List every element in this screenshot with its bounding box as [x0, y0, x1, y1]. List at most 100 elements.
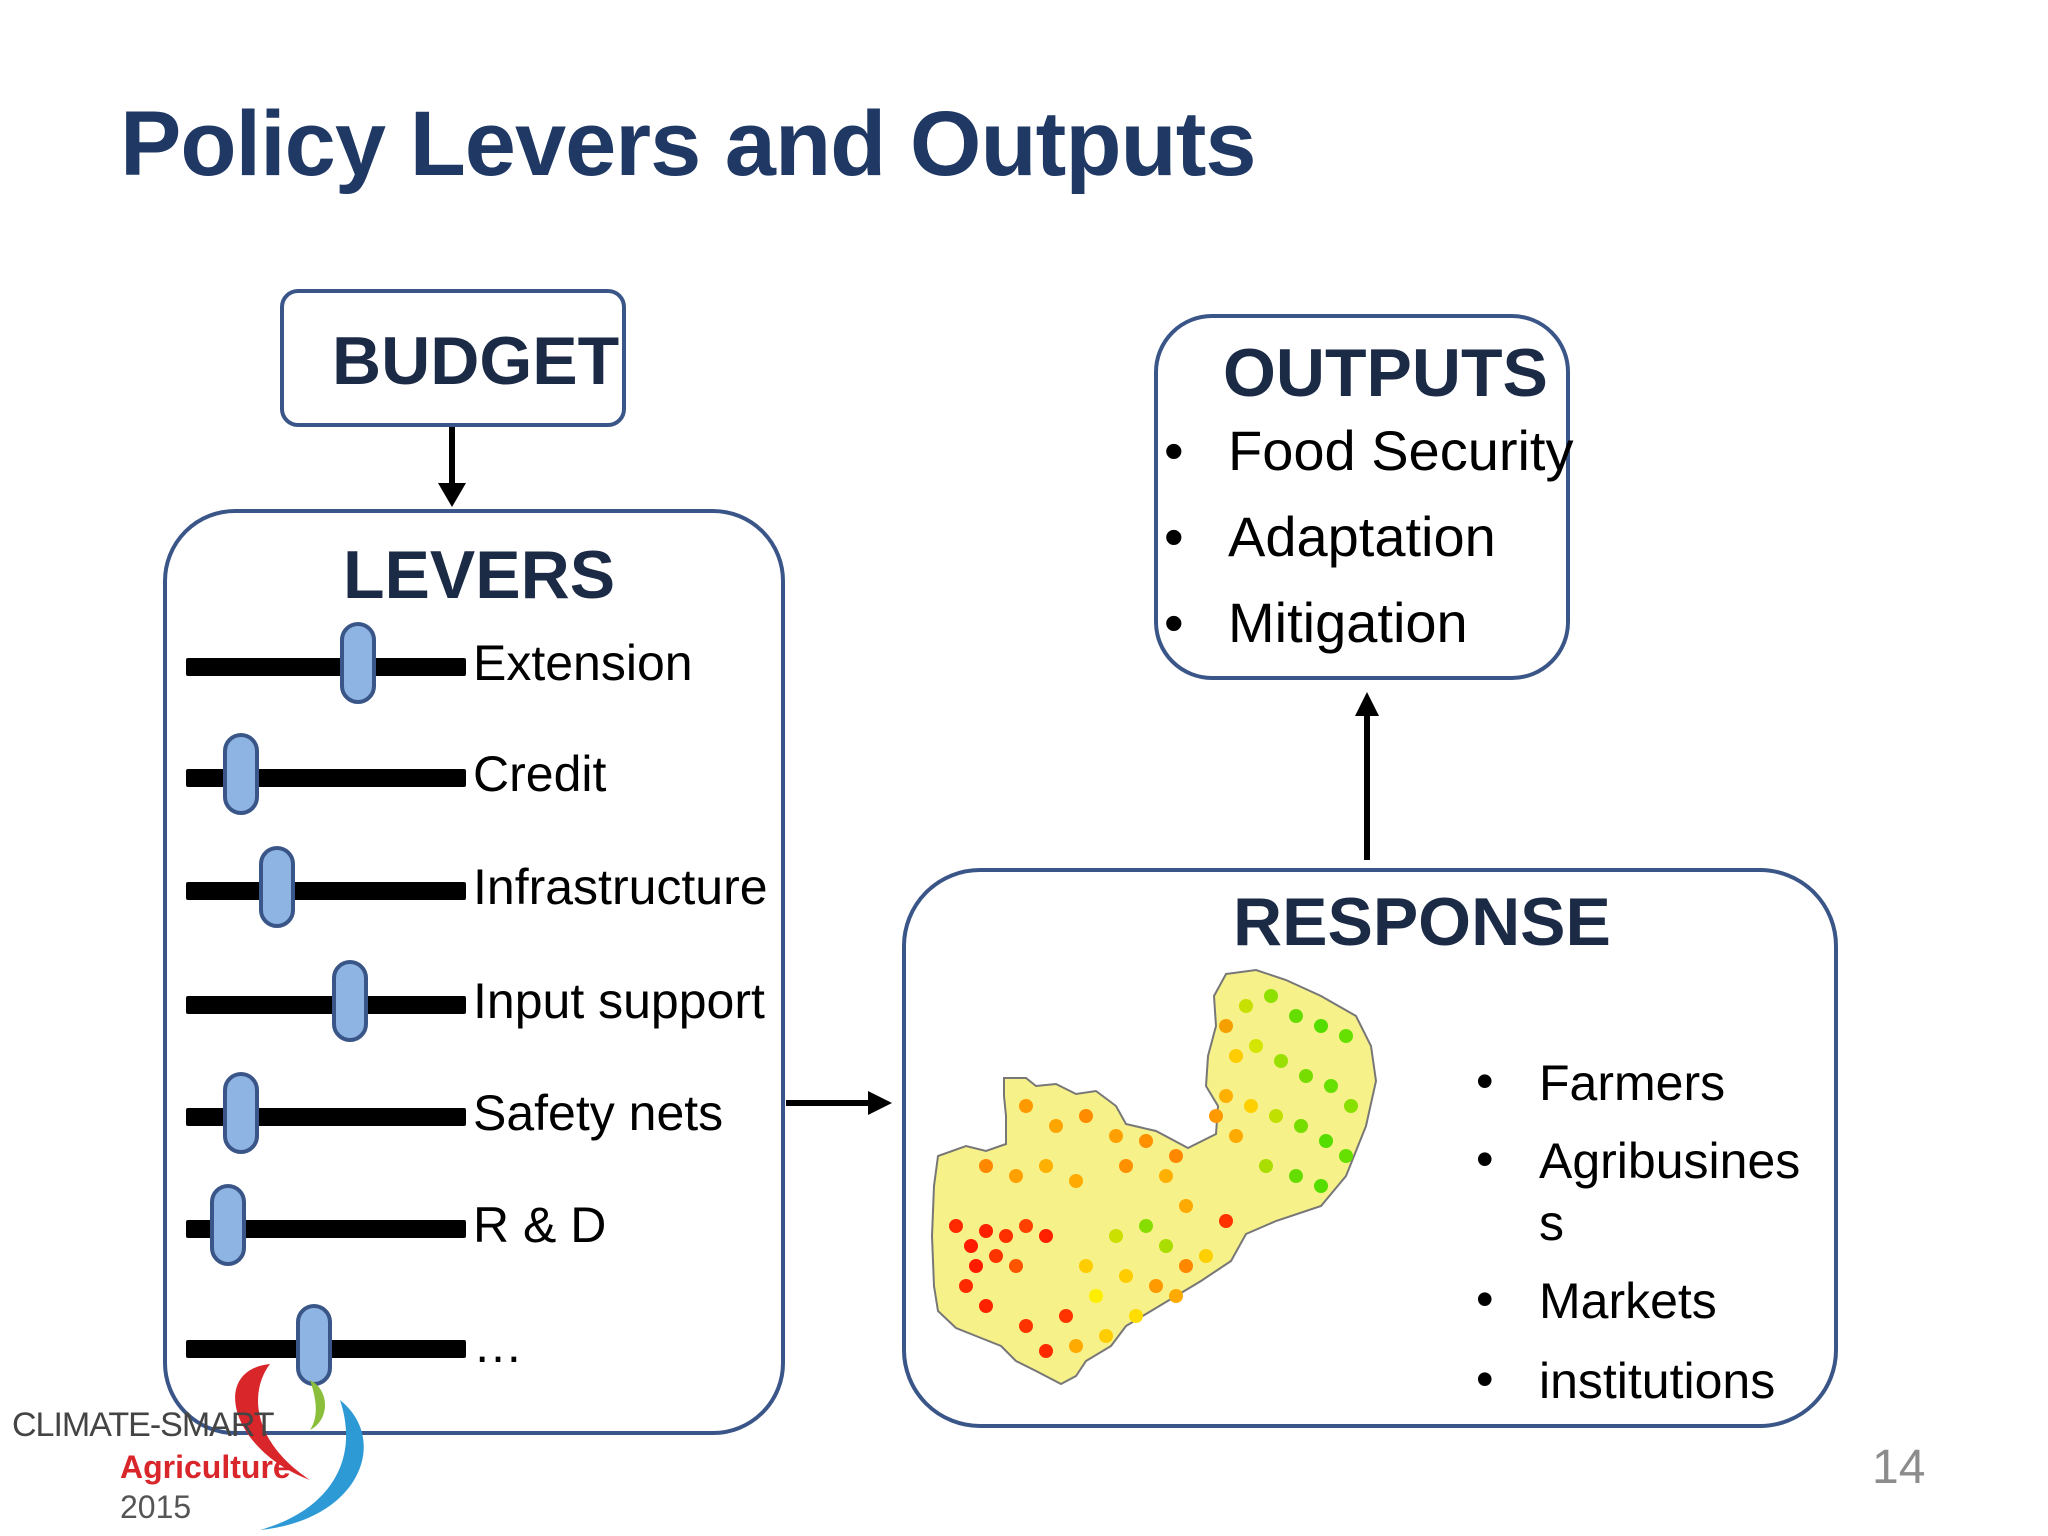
map-dot	[1319, 1134, 1333, 1148]
slider-knob[interactable]	[210, 1184, 246, 1266]
zambia-map	[930, 968, 1378, 1386]
logo-swoosh-blue	[260, 1400, 364, 1530]
page-number: 14	[1872, 1441, 1926, 1494]
map-shape	[930, 968, 1378, 1386]
lever-label: Safety nets	[473, 1085, 724, 1141]
map-dot	[1219, 1089, 1233, 1103]
map-dot	[1159, 1239, 1173, 1253]
bullet-dot: •	[1164, 505, 1184, 568]
map-dot	[1149, 1279, 1163, 1293]
map-dot	[1079, 1109, 1093, 1123]
map-dot	[1049, 1119, 1063, 1133]
map-dot	[1109, 1129, 1123, 1143]
map-dot	[1264, 989, 1278, 1003]
budget-label: BUDGET	[332, 323, 620, 399]
slider-track[interactable]	[186, 658, 466, 676]
bullet-dot: •	[1476, 1131, 1494, 1187]
arrow-down-icon	[438, 427, 466, 507]
map-dot	[1089, 1289, 1103, 1303]
lever-row: …	[186, 1304, 786, 1394]
map-dot	[1069, 1174, 1083, 1188]
logo-text-1: CLIMATE-SMART	[12, 1406, 274, 1444]
slider-track[interactable]	[186, 882, 466, 900]
slider-track[interactable]	[186, 1220, 466, 1238]
map-dot	[979, 1159, 993, 1173]
lever-label: R & D	[473, 1197, 607, 1253]
budget-box	[280, 289, 626, 427]
map-dot	[1039, 1229, 1053, 1243]
climate-smart-logo: CLIMATE-SMART Agriculture 2015	[12, 1364, 364, 1530]
slider-knob[interactable]	[259, 846, 295, 928]
lever-row: Credit	[186, 733, 786, 823]
bullet-dot: •	[1476, 1053, 1494, 1109]
map-dot	[1079, 1259, 1093, 1273]
outputs-label: OUTPUTS	[1223, 335, 1548, 411]
response-label: RESPONSE	[1233, 884, 1611, 960]
slider-track[interactable]	[186, 996, 466, 1014]
map-dot	[1324, 1079, 1338, 1093]
map-dot	[1269, 1109, 1283, 1123]
map-dot	[1219, 1214, 1233, 1228]
map-dot	[1199, 1249, 1213, 1263]
map-dot	[1239, 999, 1253, 1013]
map-dot	[964, 1239, 978, 1253]
bullet-dot: •	[1164, 591, 1184, 654]
lever-row: Safety nets	[186, 1072, 786, 1162]
map-dot	[1344, 1099, 1358, 1113]
map-dot	[1179, 1259, 1193, 1273]
slider-knob[interactable]	[332, 960, 368, 1042]
lever-label: Credit	[473, 746, 607, 802]
map-dot	[1299, 1069, 1313, 1083]
map-dot	[989, 1249, 1003, 1263]
map-dot	[1059, 1309, 1073, 1323]
map-dot	[979, 1224, 993, 1238]
map-dot	[1099, 1329, 1113, 1343]
map-dot	[1209, 1109, 1223, 1123]
slider-knob[interactable]	[223, 733, 259, 815]
map-dot	[1129, 1309, 1143, 1323]
map-dot	[1229, 1129, 1243, 1143]
slider-knob[interactable]	[223, 1072, 259, 1154]
logo-swoosh-red	[235, 1364, 310, 1480]
map-dot	[1219, 1019, 1233, 1033]
map-dot	[1314, 1179, 1328, 1193]
bullet-dot: •	[1476, 1271, 1494, 1327]
map-dot	[1039, 1159, 1053, 1173]
levers-label: LEVERS	[343, 537, 616, 613]
map-dot	[1244, 1099, 1258, 1113]
lever-row: Extension	[186, 622, 786, 712]
lever-label: …	[473, 1317, 523, 1373]
map-dot	[1339, 1029, 1353, 1043]
bullet-dot: •	[1164, 419, 1184, 482]
map-dot	[1294, 1119, 1308, 1133]
lever-row: Infrastructure	[186, 846, 786, 936]
lever-label: Extension	[473, 635, 693, 691]
lever-label: Infrastructure	[473, 859, 768, 915]
map-dot	[1019, 1319, 1033, 1333]
map-dot	[1159, 1169, 1173, 1183]
map-dot	[1019, 1099, 1033, 1113]
lever-label: Input support	[473, 973, 765, 1029]
map-dot	[1009, 1169, 1023, 1183]
map-dot	[949, 1219, 963, 1233]
bullet-dot: •	[1476, 1351, 1494, 1407]
map-dot	[969, 1259, 983, 1273]
map-dot	[1009, 1259, 1023, 1273]
slider-knob[interactable]	[340, 622, 376, 704]
map-dot	[999, 1229, 1013, 1243]
map-dot	[1229, 1049, 1243, 1063]
logo-swoosh-green	[310, 1380, 325, 1430]
logo-text-2: Agriculture	[120, 1449, 291, 1485]
map-dot	[1019, 1219, 1033, 1233]
map-dot	[1119, 1159, 1133, 1173]
map-dot	[1039, 1344, 1053, 1358]
map-dot	[1139, 1219, 1153, 1233]
map-dot	[1179, 1199, 1193, 1213]
map-dot	[1289, 1009, 1303, 1023]
map-dot	[1314, 1019, 1328, 1033]
slide-title: Policy Levers and Outputs	[120, 93, 1257, 195]
map-dot	[1259, 1159, 1273, 1173]
arrow-up-icon	[1355, 692, 1379, 860]
map-dot	[1169, 1289, 1183, 1303]
map-dot	[1139, 1134, 1153, 1148]
